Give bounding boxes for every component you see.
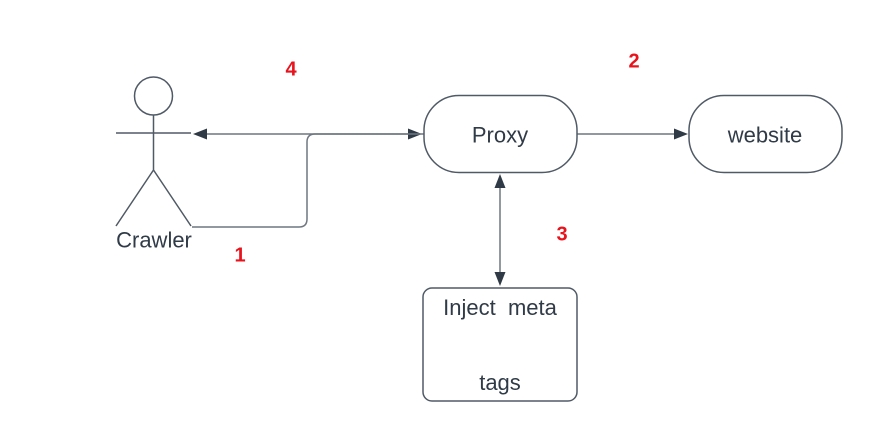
inject-label: Inject meta tags [443, 245, 557, 442]
arrowhead-into-crawler-icon [193, 128, 207, 140]
proxy-node-shape [423, 94, 578, 174]
step-1-label: 1 [234, 244, 246, 267]
actor-head [133, 76, 174, 116]
edge-proxy-to-website [577, 128, 688, 140]
edge-crawler-to-proxy-line [192, 133, 409, 228]
step-2-label: 2 [628, 50, 640, 73]
website-node-shape [688, 94, 843, 174]
inject-label-line1: Inject meta [443, 295, 557, 320]
arrowhead-into-website-icon [674, 128, 688, 140]
inject-label-line2: tags [479, 370, 521, 395]
edge-crawler-to-proxy [192, 128, 422, 228]
arrowhead-down-into-inject-icon [494, 272, 506, 286]
crawler-actor-icon [115, 76, 192, 227]
step-4-label: 4 [285, 58, 297, 81]
website-label: website [727, 122, 803, 148]
edge-proxy-to-inject [494, 174, 506, 286]
arrowhead-up-into-proxy-icon [494, 174, 506, 188]
crawler-label: Crawler [116, 227, 192, 253]
step-3-label: 3 [556, 223, 568, 246]
inject-node-shape [422, 287, 578, 402]
proxy-label: Proxy [471, 122, 529, 148]
actor-body [115, 115, 192, 227]
edge-proxy-to-crawler [193, 128, 424, 140]
